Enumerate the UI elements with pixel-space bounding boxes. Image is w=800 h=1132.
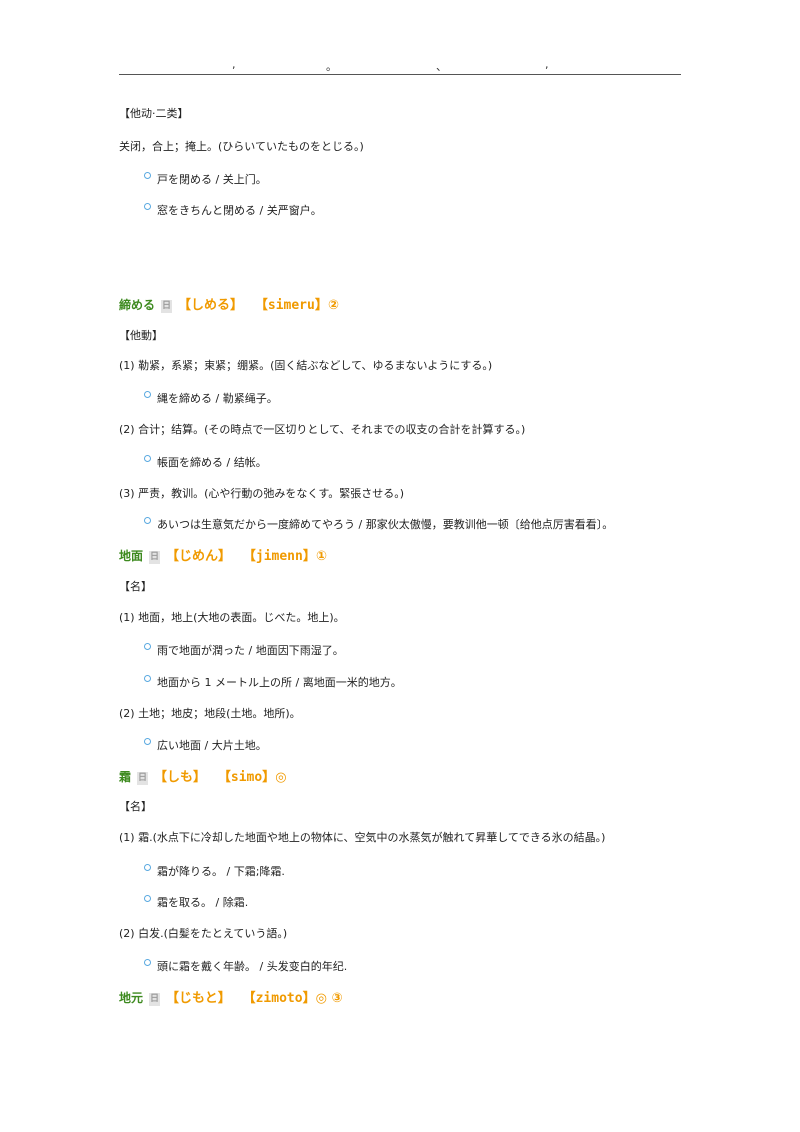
entry-heading: 地元日【じもと】 【zimoto】◎ ③ [119, 987, 342, 1006]
example: 雨で地面が潤った / 地面因下雨湿了。 [144, 642, 344, 658]
reading: 【じもと】 [166, 991, 231, 1006]
example: あいつは生意気だから一度締めてやろう / 那家伙太傲慢，要教训他一顿〔给他点厉害… [144, 516, 613, 532]
japanese-badge-icon: 日 [149, 993, 161, 1006]
example: 広い地面 / 大片土地。 [144, 737, 267, 753]
sense: (2) 土地；地皮；地段(土地。地所)。 [119, 707, 301, 720]
headword: 霜 [119, 770, 132, 784]
definition: 关闭，合上；掩上。(ひらいていたものをとじる。) [119, 140, 364, 153]
example: 帳面を締める / 结帐。 [144, 454, 267, 470]
example: 戸を閉める / 关上门。 [144, 171, 267, 187]
bullet-icon [144, 517, 151, 524]
bullet-icon [144, 864, 151, 871]
headword: 地元 [119, 991, 144, 1005]
sense: (1) 地面，地上(大地の表面。じべた。地上)。 [119, 611, 345, 624]
reading: 【しも】 [154, 770, 207, 785]
sense: (2) 合计；结算。(その時点で一区切りとして、それまでの収支の合計を計算する。… [119, 423, 526, 436]
bullet-icon [144, 738, 151, 745]
example: 窓をきちんと閉める / 关严窗户。 [144, 202, 322, 218]
accent: ◎ [275, 770, 287, 785]
part-of-speech: 【名】 [119, 800, 152, 813]
bullet-icon [144, 643, 151, 650]
entry-heading: 地面日【じめん】 【jimenn】① [119, 545, 327, 564]
bullet-icon [144, 391, 151, 398]
entry-heading: 霜日【しも】 【simo】◎ [119, 766, 287, 785]
bullet-icon [144, 675, 151, 682]
example: 地面から 1 メートル上の所 / 离地面一米的地方。 [144, 674, 402, 690]
japanese-badge-icon: 日 [137, 772, 149, 785]
romaji: 【simeru】 [254, 298, 328, 313]
bullet-icon [144, 455, 151, 462]
sense: (1) 勒紧，系紧；束紧；绷紧。(固く結ぶなどして、ゆるまないようにする。) [119, 359, 493, 372]
bullet-icon [144, 172, 151, 179]
romaji: 【zimoto】 [242, 991, 316, 1006]
reading: 【じめん】 [166, 549, 232, 564]
header-mark: , [232, 58, 236, 71]
part-of-speech: 【名】 [119, 580, 152, 593]
header-divider [119, 74, 681, 75]
part-of-speech: 【他動】 [119, 329, 163, 342]
sense: (2) 白发.(白髪をたとえていう語。) [119, 927, 288, 940]
sense: (1) 霜.(水点下に冷却した地面や地上の物体に、空気中の水蒸気が触れて昇華して… [119, 831, 606, 844]
header-mark: 、 [436, 60, 447, 73]
entry-heading: 締める日【しめる】 【simeru】② [119, 294, 339, 313]
japanese-badge-icon: 日 [161, 300, 173, 313]
romaji: 【simo】 [217, 770, 276, 785]
japanese-badge-icon: 日 [149, 551, 161, 564]
accent: ② [327, 298, 339, 313]
part-of-speech: 【他动·二类】 [119, 107, 189, 120]
reading: 【しめる】 [178, 298, 244, 313]
header-punctuation: , 。 、 , [0, 58, 800, 73]
headword: 締める [119, 298, 156, 312]
bullet-icon [144, 895, 151, 902]
example: 縄を締める / 勒紧绳子。 [144, 390, 278, 406]
bullet-icon [144, 203, 151, 210]
example: 霜が降りる。 / 下霜;降霜. [144, 863, 285, 879]
example: 霜を取る。 / 除霜. [144, 894, 248, 910]
header-mark: 。 [326, 60, 337, 73]
romaji: 【jimenn】 [242, 549, 316, 564]
bullet-icon [144, 959, 151, 966]
header-mark: , [545, 58, 549, 71]
accent: ◎ ③ [315, 991, 343, 1006]
sense: (3) 严责，教训。(心や行動の弛みをなくす。緊張させる。) [119, 487, 405, 500]
headword: 地面 [119, 549, 144, 563]
example: 頭に霜を戴く年齢。 / 头发变白的年纪. [144, 958, 347, 974]
accent: ① [315, 549, 327, 564]
